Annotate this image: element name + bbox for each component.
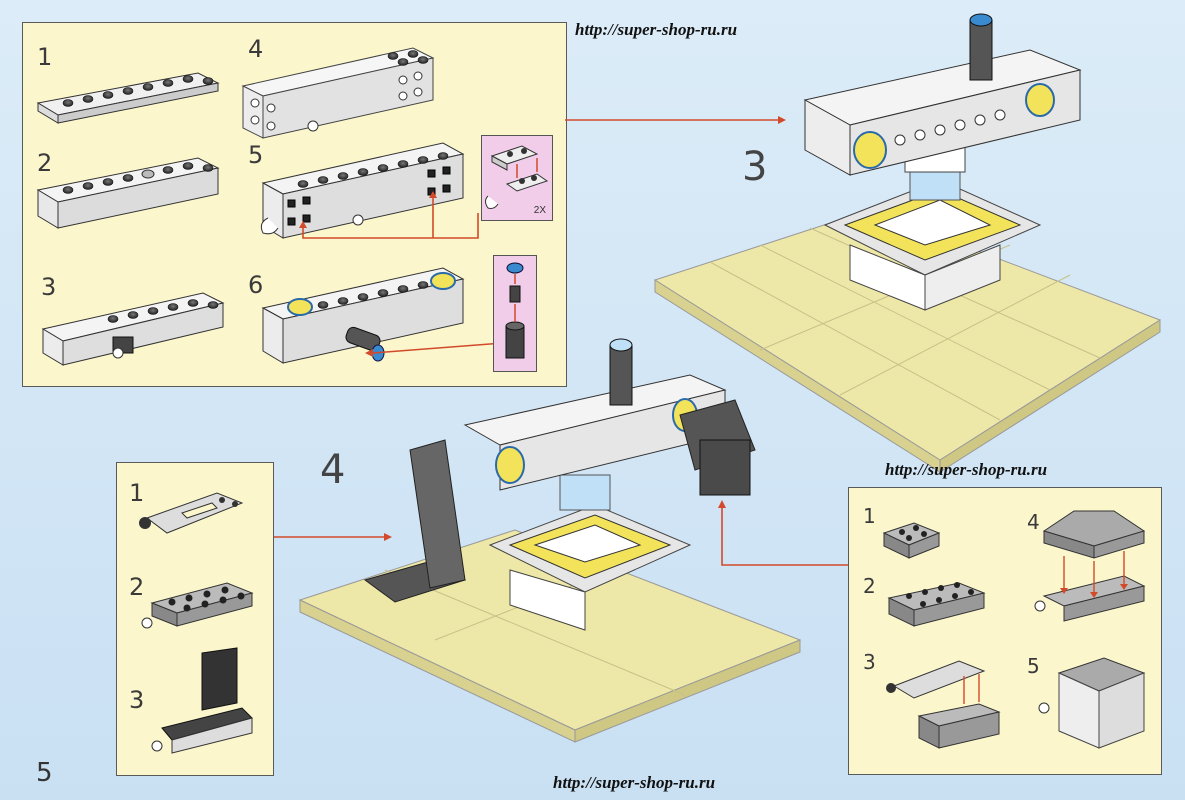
substep-2-label: 2: [37, 149, 53, 177]
watermark-url-top: http://super-shop-ru.ru: [575, 20, 738, 39]
top-left-instruction-panel: 1 2 3 4 5 6: [22, 22, 567, 387]
right-small-instruction-panel: 1 2 3 4 5: [848, 487, 1162, 775]
insert-box-antenna: [493, 255, 537, 372]
small-part-illustrations-right: [882, 510, 1146, 749]
step5-assembly: [260, 142, 465, 239]
step4-model-illustration: [298, 338, 802, 743]
small-part-illustrations-left: [139, 492, 254, 754]
substep-3-label: 3: [863, 650, 876, 674]
substep-2-label: 2: [863, 574, 876, 598]
watermark-url-right: http://super-shop-ru.ru: [885, 460, 1048, 479]
step3-model-illustration: [653, 13, 1162, 473]
main-step-4-number: 4: [320, 447, 346, 493]
step6-assembly: [261, 267, 465, 364]
page-number: 5: [36, 758, 53, 788]
substep-2-label: 2: [129, 573, 145, 601]
substep-1-label: 1: [37, 43, 53, 71]
substep-4-label: 4: [248, 35, 264, 63]
substep-1-label: 1: [863, 504, 876, 528]
main-step-3-number: 3: [742, 144, 768, 190]
insert-multiplier: 2X: [533, 205, 546, 216]
substep-4-label: 4: [1027, 510, 1040, 534]
step3-brick: [41, 292, 225, 366]
left-small-instruction-panel: 1 2 3: [116, 462, 274, 776]
substep-5-label: 5: [248, 141, 264, 169]
watermark-url-bottom: http://super-shop-ru.ru: [553, 773, 716, 792]
substep-1-label: 1: [129, 479, 145, 507]
substep-3-label: 3: [41, 273, 57, 301]
substep-5-label: 5: [1027, 654, 1040, 678]
brick-illustrations-top-left: [36, 47, 504, 366]
step2-brick: [36, 157, 220, 229]
substep-6-label: 6: [248, 271, 264, 299]
insert-box-2x: 2X: [481, 135, 553, 221]
substep-3-label: 3: [129, 686, 145, 714]
step4-brick: [241, 47, 435, 139]
step1-plate: [36, 72, 220, 124]
